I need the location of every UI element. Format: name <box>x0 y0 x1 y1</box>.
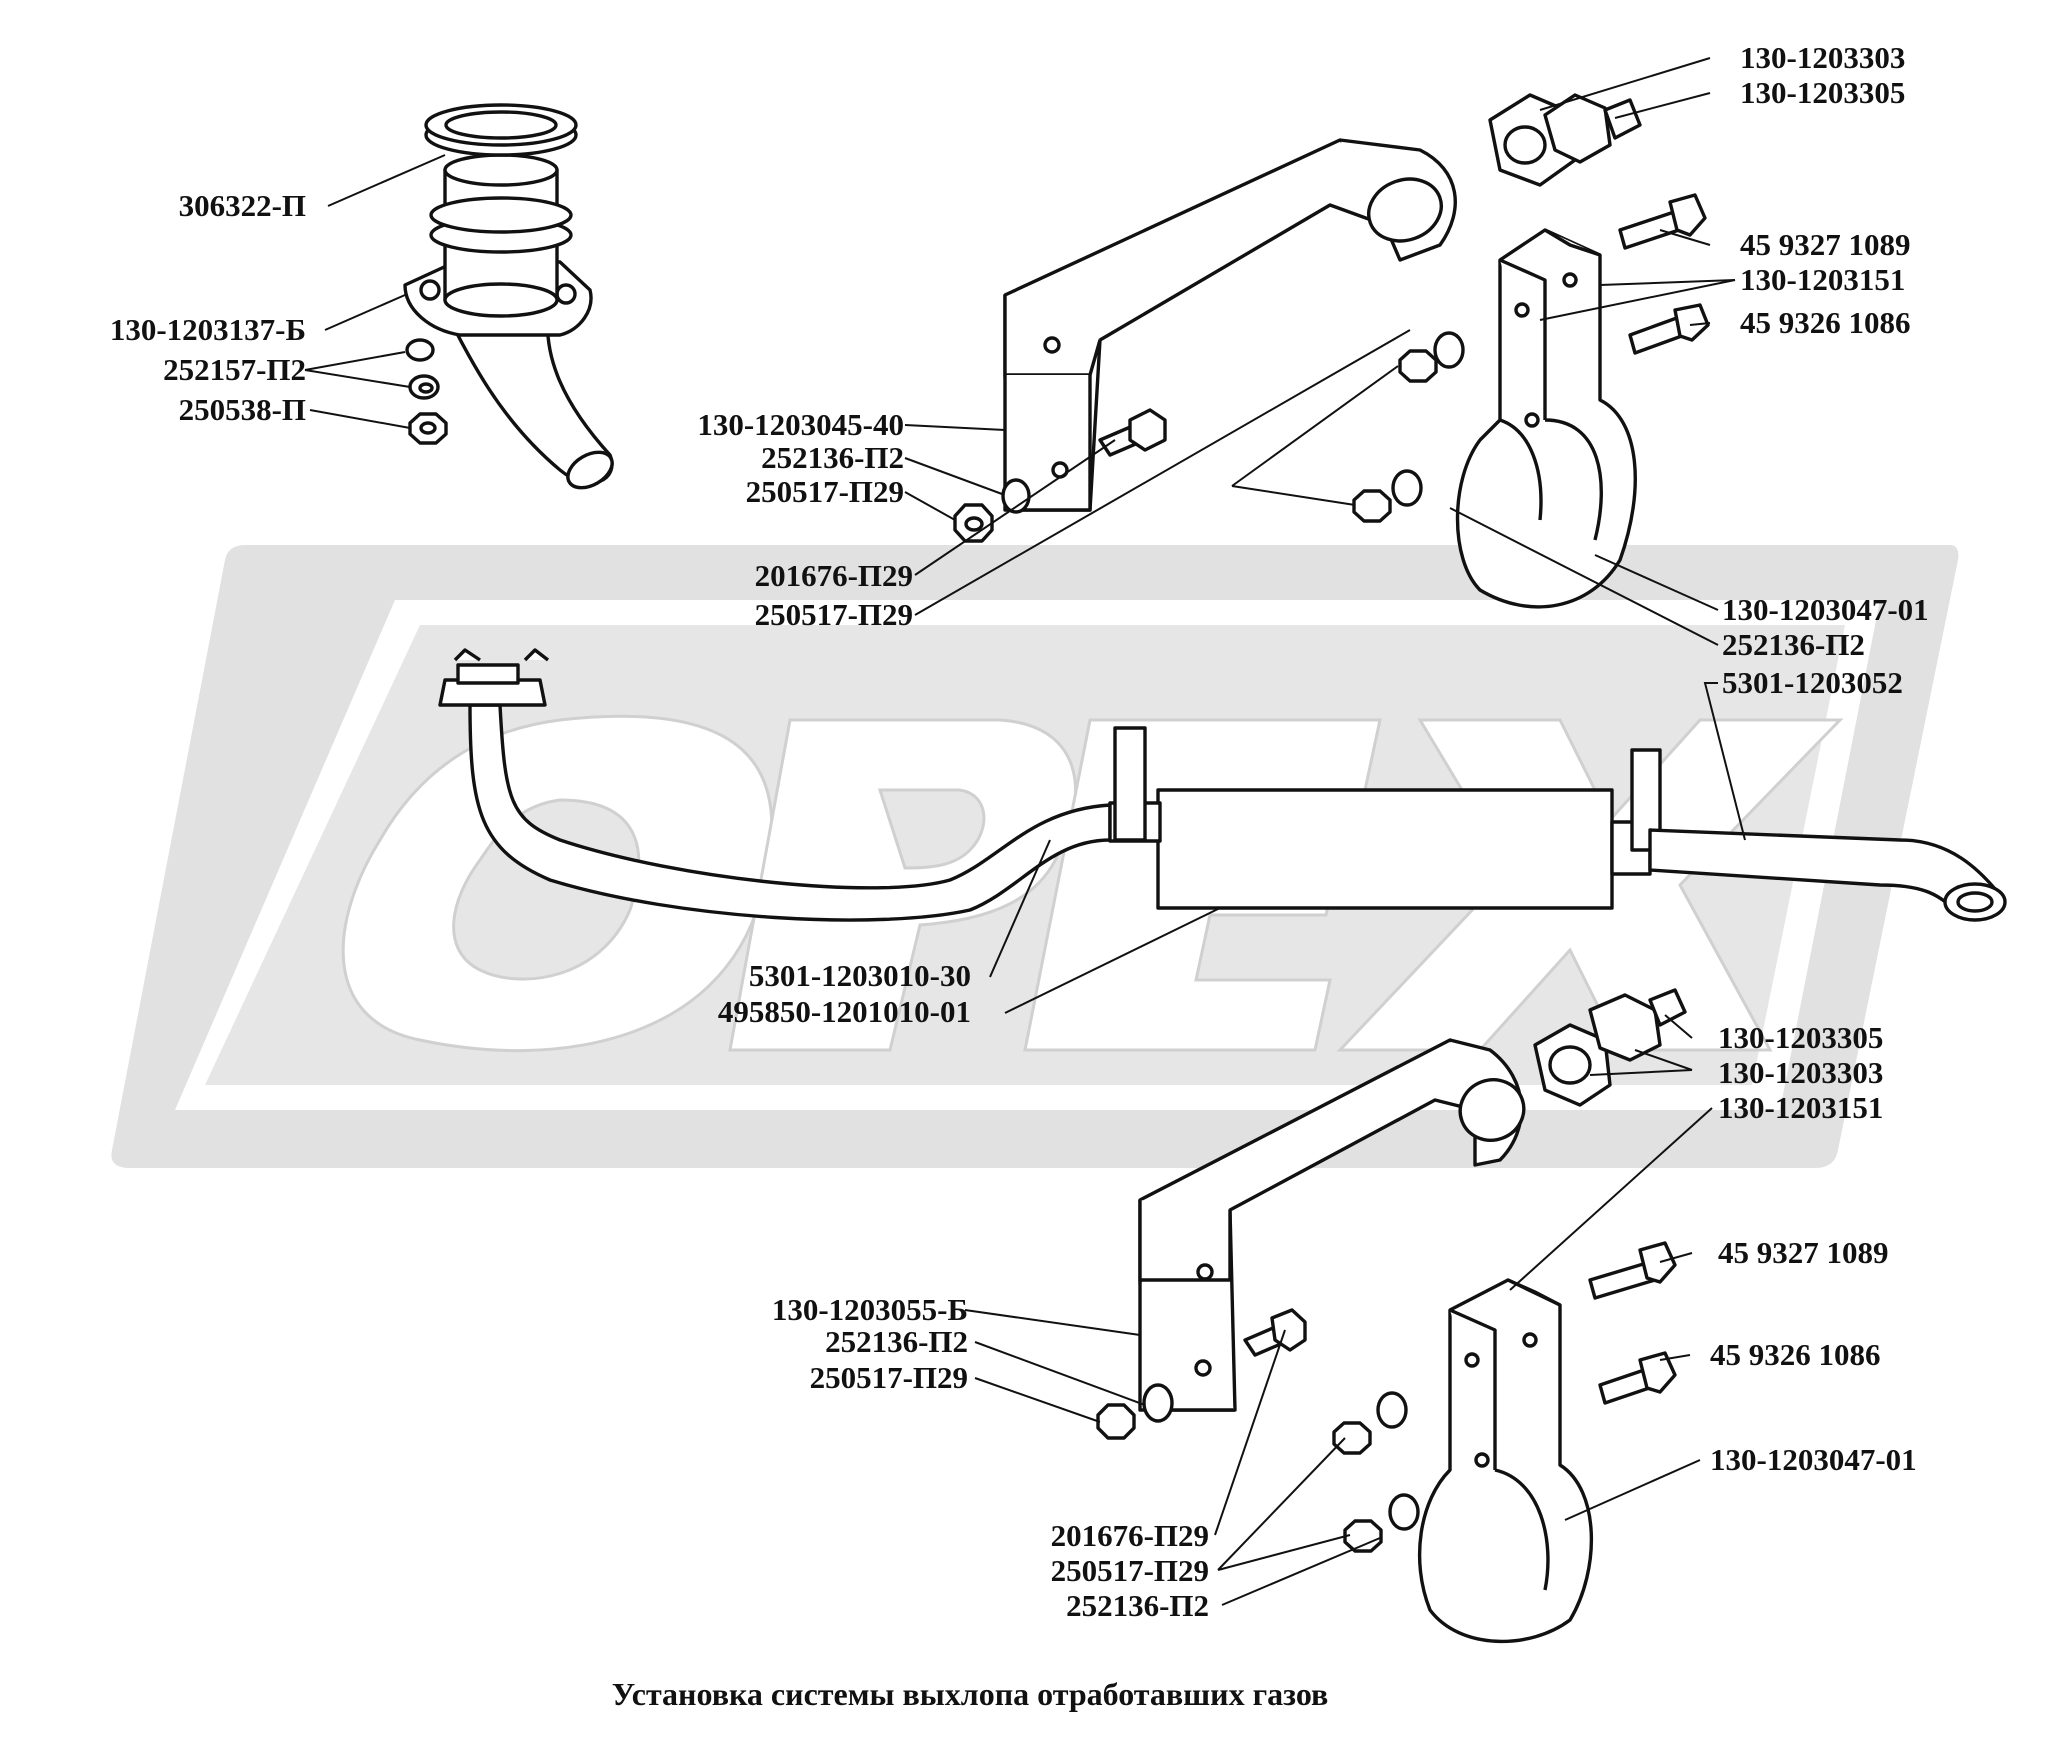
leader-lines <box>304 57 1746 1606</box>
muffler <box>1108 726 1662 910</box>
callout-130-1203137-b: 130-1203137-Б <box>109 312 306 347</box>
callout-250517-p29-upper-bracket: 250517-П29 <box>745 474 904 509</box>
manifold-washers-and-nut <box>405 338 448 445</box>
callout-252136-p2-upper-bracket: 252136-П2 <box>761 440 904 475</box>
lower-clamp <box>1417 1278 1593 1643</box>
callout-45-9327-1089-lower: 45 9327 1089 <box>1718 1235 1889 1270</box>
lower-bracket-fasteners <box>1096 1308 1307 1440</box>
callout-250538-p: 250538-П <box>178 392 306 427</box>
callout-495850-1201010-01: 495850-1201010-01 <box>717 994 971 1029</box>
callout-130-1203045-40: 130-1203045-40 <box>697 407 904 442</box>
callout-130-1203055-b: 130-1203055-Б <box>771 1292 968 1327</box>
callout-306322-p: 306322-П <box>178 188 306 223</box>
callout-130-1203305-lower: 130-1203305 <box>1718 1020 1884 1055</box>
tail-pipe <box>1648 828 2007 922</box>
callout-130-1203303-lower: 130-1203303 <box>1718 1055 1884 1090</box>
callout-130-1203151-upper: 130-1203151 <box>1740 262 1906 297</box>
callout-130-1203303-upper: 130-1203303 <box>1740 40 1906 75</box>
callout-201676-p29-lower: 201676-П29 <box>1050 1518 1209 1553</box>
callout-252157-p2: 252157-П2 <box>163 352 306 387</box>
upper-rubber-cushion-and-bolt <box>1488 93 1642 187</box>
diagram-caption: Установка системы выхлопа отработавших г… <box>611 1676 1329 1712</box>
callout-252136-p2-upper-clamp: 252136-П2 <box>1722 627 1865 662</box>
callout-5301-1203052: 5301-1203052 <box>1722 665 1903 700</box>
callout-45-9326-1086-lower: 45 9326 1086 <box>1710 1337 1881 1372</box>
manifold-outlet-pipe <box>403 103 614 490</box>
callout-201676-p29-upper: 201676-П29 <box>754 558 913 593</box>
callout-252136-p2-lower-clamp: 252136-П2 <box>1066 1588 1209 1623</box>
callout-5301-1203010-30: 5301-1203010-30 <box>748 958 971 993</box>
callout-130-1203047-01-upper: 130-1203047-01 <box>1722 592 1929 627</box>
lower-clamp-nuts <box>1332 1391 1420 1553</box>
callout-252136-p2-lower-bracket: 252136-П2 <box>825 1324 968 1359</box>
lower-bracket <box>1138 1038 1526 1412</box>
callout-250517-p29-lower-bracket: 250517-П29 <box>809 1360 968 1395</box>
callout-250517-p29-upper-clamp: 250517-П29 <box>754 597 913 632</box>
upper-clamp <box>1455 228 1637 609</box>
upper-clamp-nuts <box>1352 331 1465 523</box>
callout-130-1203047-01-lower: 130-1203047-01 <box>1710 1442 1917 1477</box>
callout-130-1203305-upper: 130-1203305 <box>1740 75 1906 110</box>
callout-130-1203151-lower: 130-1203151 <box>1718 1090 1884 1125</box>
lower-clamp-bolts <box>1588 1241 1677 1405</box>
upper-clamp-bolts <box>1618 193 1710 355</box>
lower-rubber-cushion-and-bolt <box>1533 988 1687 1107</box>
upper-bracket-fasteners <box>953 408 1167 543</box>
callout-250517-p29-lower-clamp: 250517-П29 <box>1050 1553 1209 1588</box>
callout-45-9326-1086-upper: 45 9326 1086 <box>1740 305 1911 340</box>
upper-bracket <box>1003 138 1457 512</box>
callout-45-9327-1089-upper: 45 9327 1089 <box>1740 227 1911 262</box>
